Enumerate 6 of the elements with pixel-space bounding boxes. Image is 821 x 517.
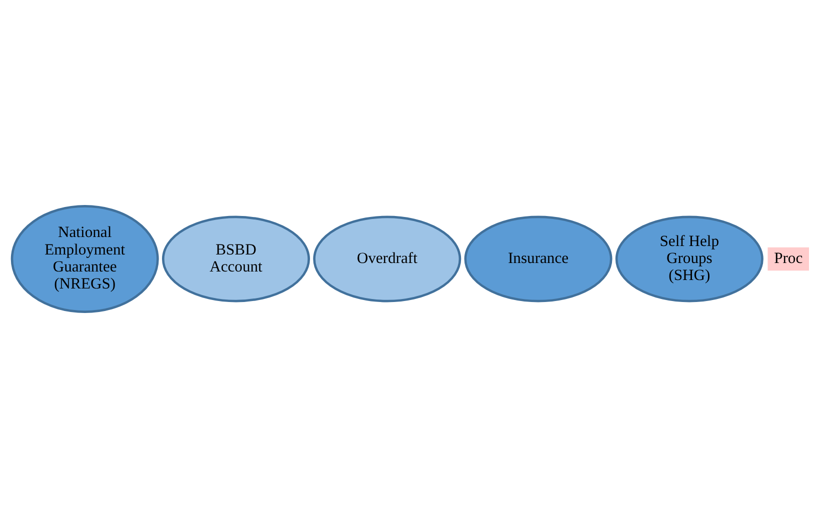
node-ellipse: Insurance (464, 215, 612, 302)
label: Proc (774, 249, 803, 266)
node-ellipse: Overdraft (313, 215, 462, 302)
node-ellipse: National Employment Guarantee (NREGS) (10, 204, 159, 312)
node-ellipse: BSBD Account (162, 215, 310, 302)
node-ellipse: Self Help Groups (SHG) (615, 215, 764, 302)
